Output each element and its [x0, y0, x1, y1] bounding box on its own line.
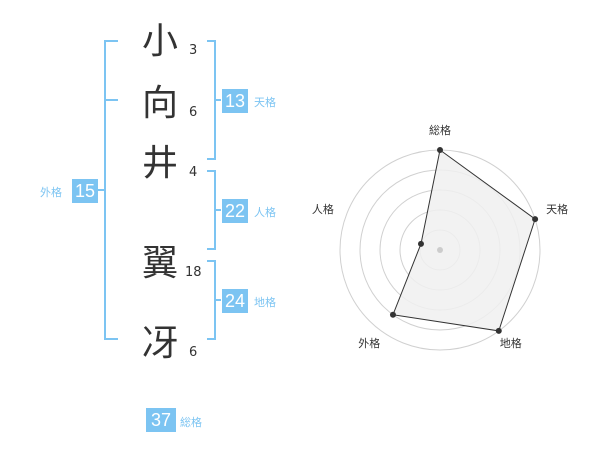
gaikaku-label: 外格 [40, 186, 62, 199]
radar-axis-label-4: 外格 [358, 336, 380, 350]
radar-point-1 [437, 147, 443, 153]
radar-point-3 [495, 327, 502, 334]
tenkaku-bracket-tick [215, 99, 221, 101]
chikaku-label: 地格 [254, 296, 276, 309]
stroke-count-3: 4 [189, 165, 198, 180]
soukaku-label: 総格 [180, 416, 202, 429]
radar-area [392, 149, 536, 332]
name-char-5: 冴 [141, 323, 178, 364]
radar-point-5 [417, 240, 424, 247]
name-char-3: 井 [141, 143, 178, 184]
radar-point-2 [532, 216, 539, 223]
radar-center-point [437, 247, 443, 253]
radar-axis-label-5: 人格 [312, 202, 334, 216]
name-char-1: 小 [141, 21, 178, 62]
gaikaku-inner-tick [104, 99, 118, 101]
name-char-2: 向 [141, 83, 178, 124]
radar-axis-label-3: 地格 [500, 336, 522, 350]
name-char-4: 翼 [141, 243, 178, 284]
radar-point-4 [389, 311, 396, 318]
stroke-count-5: 6 [189, 345, 198, 360]
tenkaku-value-badge: 13 [222, 89, 248, 113]
chikaku-bracket-tick [215, 299, 221, 301]
soukaku-value-badge: 37 [146, 408, 176, 432]
gaikaku-bracket-tick [98, 189, 106, 191]
stroke-count-4: 18 [185, 265, 202, 280]
stroke-count-2: 6 [189, 105, 198, 120]
tenkaku-label: 天格 [254, 96, 276, 109]
radar-axis-label-1: 総格 [429, 123, 451, 137]
jinkaku-bracket-tick [215, 209, 221, 211]
radar-axis-label-2: 天格 [546, 202, 568, 216]
chikaku-value-badge: 24 [222, 289, 248, 313]
jinkaku-label: 人格 [254, 206, 276, 219]
jinkaku-value-badge: 22 [222, 199, 248, 223]
stroke-count-1: 3 [189, 43, 198, 58]
gaikaku-value-badge: 15 [72, 179, 98, 203]
